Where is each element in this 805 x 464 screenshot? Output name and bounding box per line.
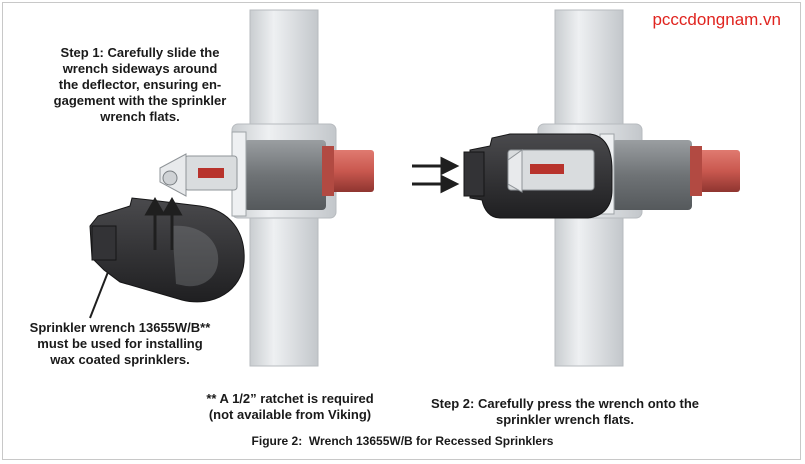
step2-text: Step 2: Carefully press the wrench onto …	[410, 396, 720, 428]
step1-line: Step 1: Carefully slide the	[60, 45, 220, 60]
up-arrows	[144, 196, 183, 250]
wrench-note-line: Sprinkler wrench 13655W/B**	[29, 320, 211, 335]
right-arrows	[412, 156, 460, 194]
step2-line: Step 2: Carefully press the wrench onto …	[431, 396, 699, 411]
ratchet-note-line: (not available from Viking)	[208, 407, 372, 422]
right-fitting	[599, 133, 740, 215]
right-wrench	[463, 133, 613, 219]
caption-title: Wrench 13655W/B for Recessed Sprinklers	[308, 434, 554, 448]
wrench-note-line: wax coated sprinklers.	[50, 352, 190, 367]
caption-prefix: Figure 2:	[251, 434, 303, 448]
step2-line: sprinkler wrench flats.	[496, 412, 634, 427]
left-sprinkler	[159, 153, 238, 197]
figure-caption: Figure 2: Wrench 13655W/B for Recessed S…	[0, 434, 805, 448]
step1-line: the deflector, ensuring en-	[58, 77, 222, 92]
ratchet-note-line: ** A 1/2” ratchet is required	[206, 391, 374, 406]
ratchet-note: ** A 1/2” ratchet is required (not avail…	[190, 391, 390, 423]
wrench-note: Sprinkler wrench 13655W/B** must be used…	[10, 320, 230, 368]
figure-frame	[2, 2, 801, 460]
left-fitting	[231, 131, 374, 217]
step1-text: Step 1: Carefully slide the wrench sidew…	[40, 45, 240, 125]
wrench-note-line: must be used for installing	[37, 336, 203, 351]
left-wrench	[89, 197, 245, 303]
step1-line: gagement with the sprinkler	[53, 93, 227, 108]
step1-line: wrench sideways around	[62, 61, 218, 76]
wrench-pointer-line	[89, 271, 109, 319]
watermark: pcccdongnam.vn	[652, 10, 781, 29]
step1-line: wrench flats.	[100, 109, 180, 124]
